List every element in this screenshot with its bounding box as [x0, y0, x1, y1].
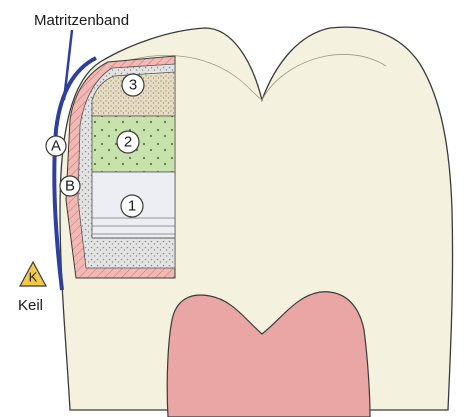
matrix-band-label: Matritzenband — [34, 12, 129, 29]
layer-3-label: 3 — [129, 77, 137, 94]
layer-1-label: 1 — [128, 198, 136, 215]
marker-layer-3: 3 — [122, 74, 144, 96]
wedge-marker: K — [20, 262, 46, 286]
marker-b: B — [60, 176, 80, 196]
marker-layer-2: 2 — [117, 131, 139, 153]
marker-layer-1: 1 — [121, 195, 143, 217]
wedge-label: Keil — [18, 297, 43, 314]
marker-b-label: B — [65, 178, 75, 195]
layer-2-label: 2 — [124, 134, 132, 151]
wedge-marker-label: K — [29, 270, 38, 285]
marker-a: A — [46, 136, 66, 156]
marker-a-label: A — [51, 138, 61, 155]
